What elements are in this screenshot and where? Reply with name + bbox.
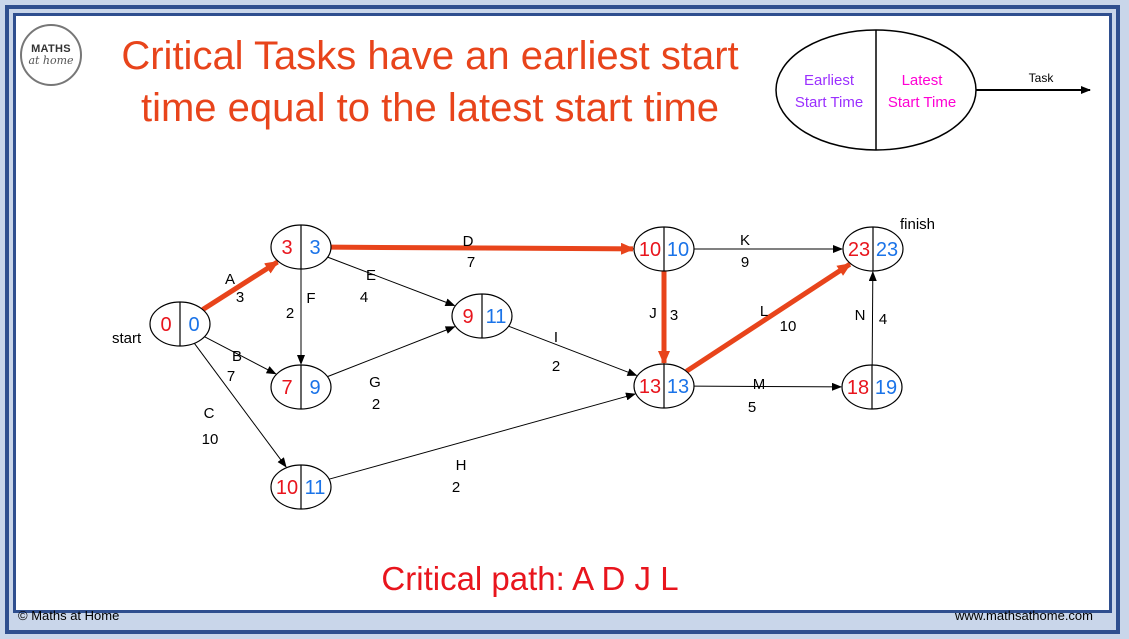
title-line-2: time equal to the latest start time [140, 86, 720, 130]
key-legend: Earliest Start Time Latest Start Time Ta… [775, 29, 1091, 151]
task-edge-b [204, 336, 277, 375]
task-edge-g [327, 326, 456, 378]
earliest-start-time: 9 [462, 306, 473, 328]
latest-start-time: 3 [309, 237, 320, 259]
task-duration-a: 3 [236, 289, 244, 306]
task-duration-g: 2 [372, 396, 380, 413]
logo-subtext: at home [28, 54, 74, 67]
task-edge-c [193, 343, 287, 468]
task-edge-e [327, 256, 456, 307]
task-duration-l: 10 [780, 318, 797, 335]
latest-start-time: 11 [486, 306, 507, 328]
task-name-j: J [649, 305, 657, 322]
task-edge-m [693, 382, 843, 391]
task-name-a: A [225, 271, 235, 288]
start-label: start [112, 330, 142, 347]
earliest-start-time: 10 [639, 239, 661, 261]
task-edges [193, 242, 877, 480]
earliest-start-time: 0 [160, 314, 171, 336]
task-name-n: N [855, 307, 866, 324]
task-name-c: C [204, 405, 215, 422]
earliest-start-time: 7 [281, 377, 292, 399]
key-earliest-line2: Start Time [795, 94, 863, 111]
task-duration-d: 7 [467, 254, 475, 271]
latest-start-time: 19 [875, 377, 897, 399]
latest-start-time: 13 [667, 376, 689, 398]
task-duration-c: 10 [202, 431, 219, 448]
task-name-d: D [463, 233, 474, 250]
task-name-e: E [366, 267, 376, 284]
task-duration-m: 5 [748, 399, 756, 416]
event-node: 13 13 [633, 363, 695, 409]
latest-start-time: 23 [876, 239, 898, 261]
latest-start-time: 11 [305, 477, 326, 499]
key-task-label: Task [1029, 71, 1055, 85]
earliest-start-time: 18 [847, 377, 869, 399]
event-node: 23 23 [842, 226, 904, 272]
maths-at-home-logo: MATHS at home [20, 24, 82, 86]
earliest-start-time: 3 [281, 237, 292, 259]
task-duration-i: 2 [552, 358, 560, 375]
task-name-i: I [554, 329, 558, 346]
latest-start-time: 0 [188, 314, 199, 336]
task-name-k: K [740, 232, 750, 249]
task-edge-i [508, 325, 638, 376]
task-edge-d [330, 242, 636, 255]
logo-text: MATHS [31, 43, 71, 55]
website-text: www.mathsathome.com [955, 608, 1093, 623]
task-edge-l [684, 262, 852, 374]
task-duration-h: 2 [452, 479, 460, 496]
task-duration-b: 7 [227, 368, 235, 385]
task-name-f: F [306, 290, 315, 307]
critical-path-text: Critical path: A D J L [381, 560, 679, 597]
earliest-start-time: 10 [276, 477, 298, 499]
latest-start-time: 9 [309, 377, 320, 399]
task-edge-h [328, 392, 636, 480]
task-name-g: G [369, 374, 381, 391]
title-line-1: Critical Tasks have an earliest start [121, 34, 739, 78]
task-name-h: H [456, 457, 467, 474]
key-latest-line1: Latest [902, 72, 944, 89]
slide-title: Critical Tasks have an earliest start ti… [100, 30, 760, 134]
copyright-text: © Maths at Home [18, 608, 120, 623]
task-duration-j: 3 [670, 307, 678, 324]
earliest-start-time: 13 [639, 376, 661, 398]
task-duration-f: 2 [286, 305, 294, 322]
event-node: 10 11 [270, 464, 332, 510]
task-duration-k: 9 [741, 254, 749, 271]
task-name-b: B [232, 348, 242, 365]
task-duration-n: 4 [879, 311, 887, 328]
finish-label: finish [900, 216, 935, 233]
task-edge-a [201, 259, 280, 312]
earliest-start-time: 23 [848, 239, 870, 261]
key-earliest-line1: Earliest [804, 72, 855, 89]
key-latest-line2: Start Time [888, 94, 956, 111]
task-name-m: M [753, 376, 766, 393]
event-node: 10 10 [633, 226, 695, 272]
latest-start-time: 10 [667, 239, 689, 261]
task-duration-e: 4 [360, 289, 368, 306]
event-node: 9 11 [451, 293, 513, 339]
task-edge-n [868, 270, 877, 366]
task-name-l: L [760, 303, 768, 320]
